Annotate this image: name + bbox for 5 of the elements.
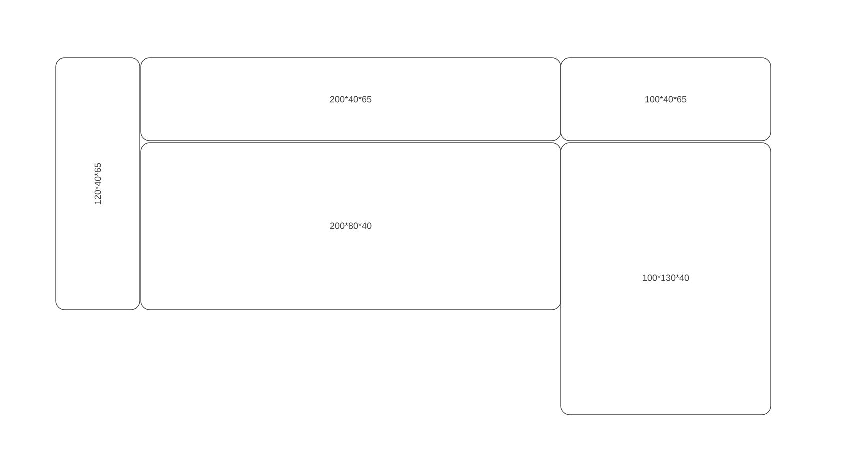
sofa-module: 120*40*65 xyxy=(56,58,140,310)
sofa-module: 100*130*40 xyxy=(560,142,772,416)
sofa-module: 200*40*65 xyxy=(140,58,562,142)
sofa-module: 100*40*65 xyxy=(560,58,772,142)
sofa-module: 200*80*40 xyxy=(140,142,562,310)
